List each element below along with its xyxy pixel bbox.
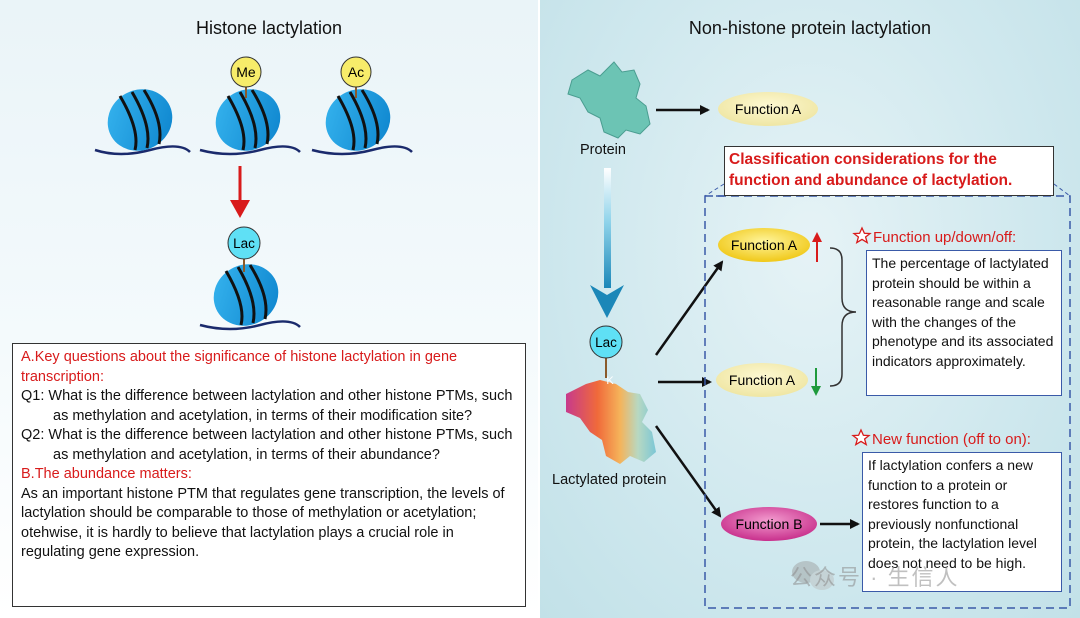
function-a-top-ellipse xyxy=(718,92,818,126)
function-a-up-ellipse xyxy=(718,228,810,262)
key-questions-heading: A.Key questions about the significance o… xyxy=(21,349,458,385)
lysine-label: K xyxy=(606,375,614,387)
nucleosome-unmodified xyxy=(94,89,191,156)
lactylation-fade-arrow xyxy=(590,168,624,318)
question-1: Q1: What is the difference between lacty… xyxy=(21,388,513,424)
new-function-text: If lactylation confers a new function to… xyxy=(862,452,1062,592)
function-up-down-off-header: Function up/down/off: xyxy=(873,229,1017,246)
acetyl-mark-label: Ac xyxy=(348,64,364,80)
nucleosome-acetylated xyxy=(311,56,413,156)
nucleosome-lactylated xyxy=(199,226,301,331)
histone-lactylation-title: Histone lactylation xyxy=(195,18,343,38)
nucleosome-methylated xyxy=(199,56,301,156)
wechat-icon xyxy=(792,561,834,590)
non-histone-lactylation-title: Non-histone protein lactylation xyxy=(688,18,932,38)
down-arrow-icon xyxy=(811,368,821,396)
lactylated-protein-shape xyxy=(566,380,656,464)
up-arrow-icon xyxy=(812,232,822,262)
lac-circle xyxy=(589,325,623,359)
function-a-down-ellipse xyxy=(716,363,808,397)
function-b-ellipse xyxy=(721,507,817,541)
classification-dashed-box xyxy=(704,195,1071,609)
function-a-top-label: Function A xyxy=(735,101,802,117)
protein-label: Protein xyxy=(580,142,626,158)
function-up-down-off-text: The percentage of lactylated protein sho… xyxy=(866,250,1062,396)
watermark: 公众号 · 生信人 xyxy=(790,565,960,590)
arrow-to-function-b xyxy=(654,425,722,518)
star-icon-up xyxy=(852,226,872,245)
question-2: Q2: What is the difference between lacty… xyxy=(21,427,513,463)
red-down-arrow xyxy=(230,166,250,218)
function-a-up-label: Function A xyxy=(731,237,798,253)
methyl-mark-label: Me xyxy=(236,64,256,80)
key-questions-box: A.Key questions about the significance o… xyxy=(12,343,526,607)
arrow-to-function-a-up xyxy=(654,260,724,356)
abundance-heading: B.The abundance matters: xyxy=(21,466,192,482)
star-icon-new xyxy=(851,428,871,447)
bracket xyxy=(829,247,857,387)
new-function-header: New function (off to on): xyxy=(872,431,1031,448)
lactyl-mark-label: Lac xyxy=(233,236,255,251)
protein-shape xyxy=(567,61,651,139)
lac-label: Lac xyxy=(595,335,617,350)
function-b-label: Function B xyxy=(736,516,803,532)
function-a-down-label: Function A xyxy=(729,372,796,388)
lactylated-protein-label: Lactylated protein xyxy=(552,472,667,488)
classification-box: Classification considerations for the fu… xyxy=(724,146,1054,196)
abundance-text: As an important histone PTM that regulat… xyxy=(21,485,505,561)
